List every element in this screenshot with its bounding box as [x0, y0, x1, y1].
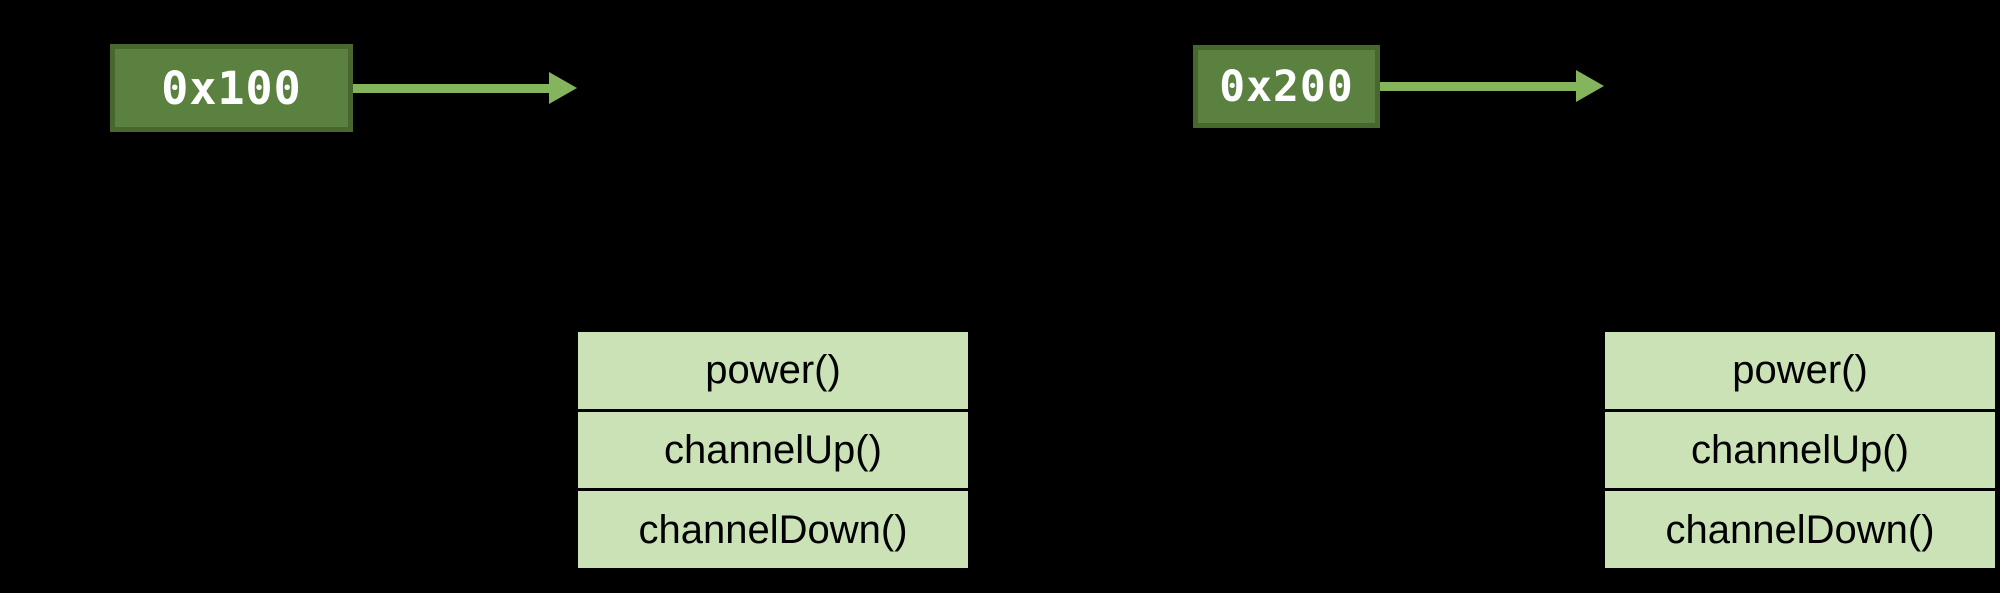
address-box-0x200: 0x200 [1193, 45, 1380, 128]
method-row: channelDown() [1605, 488, 1995, 568]
method-label: channelDown() [638, 507, 908, 552]
method-label: channelDown() [1665, 507, 1935, 552]
method-label: channelUp() [664, 428, 882, 472]
method-table: power() channelUp() channelDown() [576, 330, 970, 570]
pointer-arrow-shaft [353, 84, 551, 93]
method-row: power() [578, 332, 968, 409]
address-box-0x100: 0x100 [110, 44, 353, 132]
method-label: power() [705, 348, 841, 393]
method-row: power() [1605, 332, 1995, 409]
arrow-right-icon [549, 72, 577, 104]
method-table: power() channelUp() channelDown() [1603, 330, 1997, 570]
method-label: channelUp() [1691, 428, 1909, 472]
method-row: channelUp() [1605, 408, 1995, 489]
method-row: channelUp() [578, 408, 968, 489]
address-label: 0x200 [1219, 61, 1354, 112]
pointer-arrow-shaft [1380, 82, 1578, 91]
method-row: channelDown() [578, 488, 968, 568]
method-label: power() [1732, 348, 1868, 393]
address-label: 0x100 [161, 61, 302, 115]
arrow-right-icon [1576, 70, 1604, 102]
